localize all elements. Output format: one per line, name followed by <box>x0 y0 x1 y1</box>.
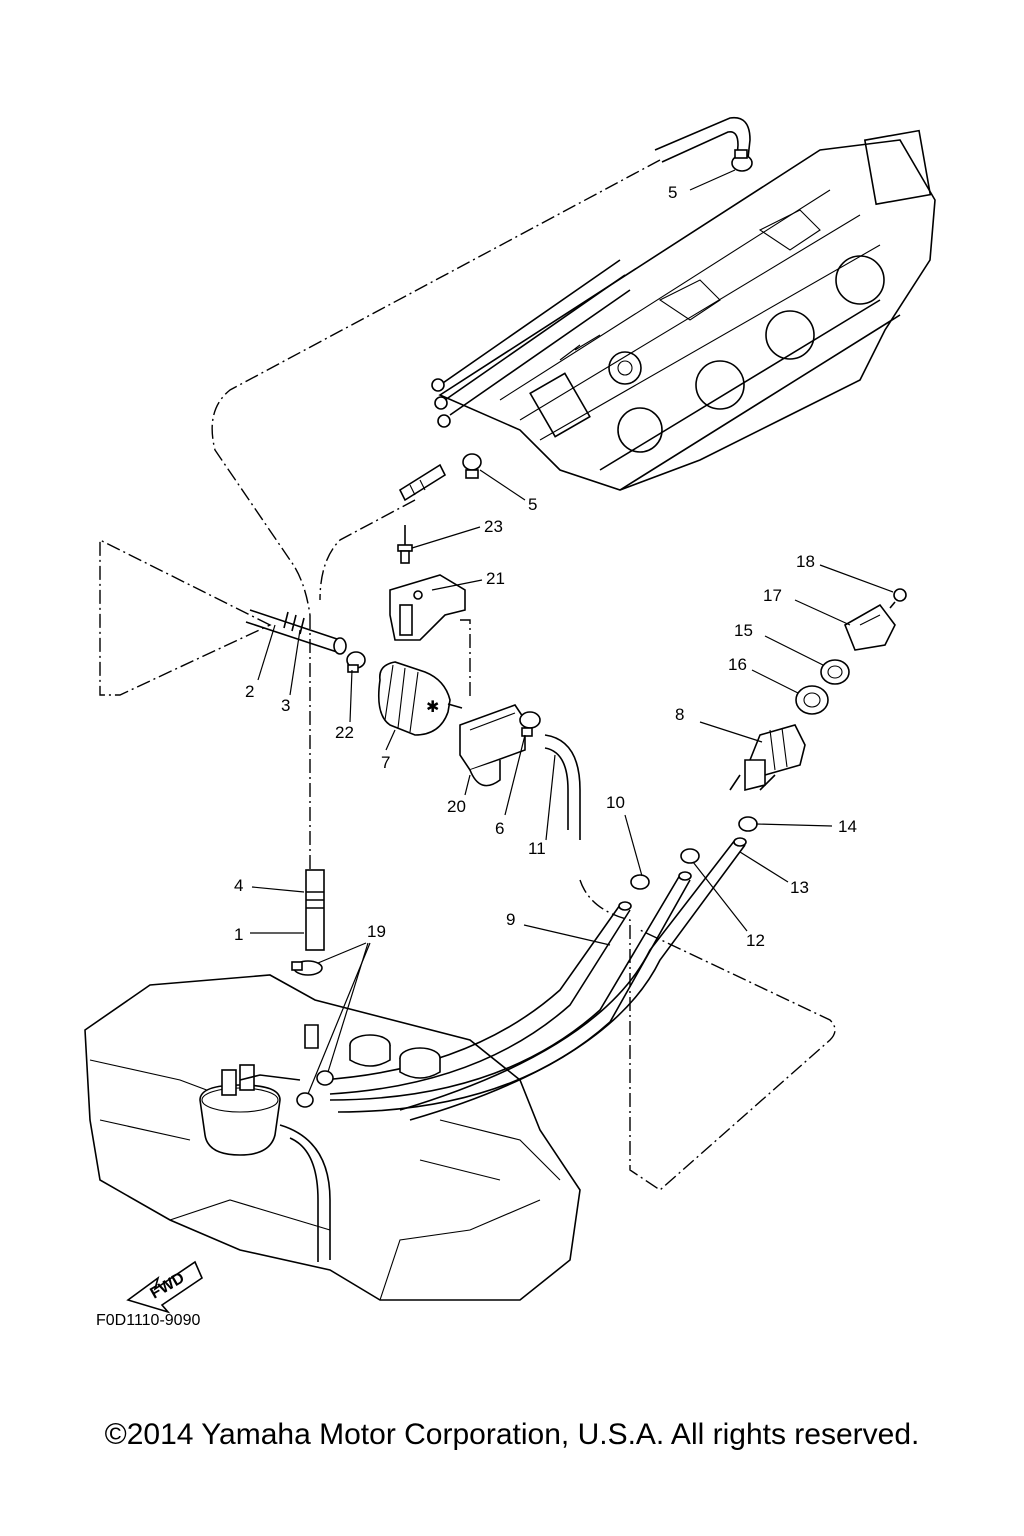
fuel-hose-bundle <box>319 837 747 1121</box>
hose-1-with-sleeve-4 <box>305 869 325 951</box>
clamp-19-c <box>296 1092 314 1108</box>
callout-18: 18 <box>796 552 815 571</box>
knob-17 <box>843 603 896 651</box>
callout-21: 21 <box>486 569 505 588</box>
callout-6: 6 <box>495 819 504 838</box>
fuel-tank <box>84 974 581 1301</box>
callout-labels: 5 5 23 21 18 17 15 16 2 3 22 8 7 20 10 1… <box>234 183 857 950</box>
clamp-12 <box>680 848 700 864</box>
svg-text:✱: ✱ <box>426 699 439 716</box>
engine-intake-assembly <box>431 129 936 491</box>
callout-5-upper: 5 <box>668 183 677 202</box>
hose-2-with-sleeve-3 <box>245 609 347 655</box>
callout-11: 11 <box>528 839 546 858</box>
callout-5-lower: 5 <box>528 495 537 514</box>
clamp-10 <box>630 874 650 890</box>
leader-lines <box>250 169 894 1095</box>
washer-16 <box>795 685 829 715</box>
fwd-arrow-icon: FWD <box>126 1260 204 1314</box>
callout-10: 10 <box>606 793 625 812</box>
callout-15: 15 <box>734 621 753 640</box>
vent-hose-routing <box>99 159 836 1191</box>
hose-clamp-5-lower <box>462 453 482 479</box>
callout-12: 12 <box>746 931 765 950</box>
upper-vent-hose <box>654 116 751 163</box>
clamp-19-b <box>316 1070 334 1086</box>
figure-code: F0D1110-9090 <box>96 1312 200 1329</box>
clamp-14 <box>738 816 758 832</box>
clamp-6 <box>519 711 541 737</box>
callout-1: 1 <box>234 925 243 944</box>
callout-14: 14 <box>838 817 857 836</box>
callout-8: 8 <box>675 705 684 724</box>
callout-16: 16 <box>728 655 747 674</box>
callout-3: 3 <box>281 696 290 715</box>
fuel-cock-8 <box>729 724 806 792</box>
callout-20: 20 <box>447 797 466 816</box>
holder-20 <box>459 704 526 787</box>
clamp-22 <box>346 651 366 673</box>
callout-2: 2 <box>245 682 254 701</box>
hose-nipple <box>398 463 447 502</box>
hose-11 <box>544 734 581 840</box>
callout-23: 23 <box>484 517 503 536</box>
collar-15 <box>820 659 850 685</box>
screw-18 <box>889 588 907 609</box>
bracket-21 <box>389 574 466 641</box>
clamp-19-a <box>291 960 323 976</box>
callout-17: 17 <box>763 586 782 605</box>
callout-22: 22 <box>335 723 354 742</box>
hose-clamp-5-upper <box>731 149 753 172</box>
callout-13: 13 <box>790 878 809 897</box>
fuel-filter-7: ✱ <box>377 661 463 736</box>
callout-4: 4 <box>234 876 243 895</box>
callout-19: 19 <box>367 922 386 941</box>
copyright-notice: ©2014 Yamaha Motor Corporation, U.S.A. A… <box>104 1418 920 1451</box>
callout-9: 9 <box>506 910 515 929</box>
callout-7: 7 <box>381 753 390 772</box>
bolt-23 <box>397 525 413 564</box>
